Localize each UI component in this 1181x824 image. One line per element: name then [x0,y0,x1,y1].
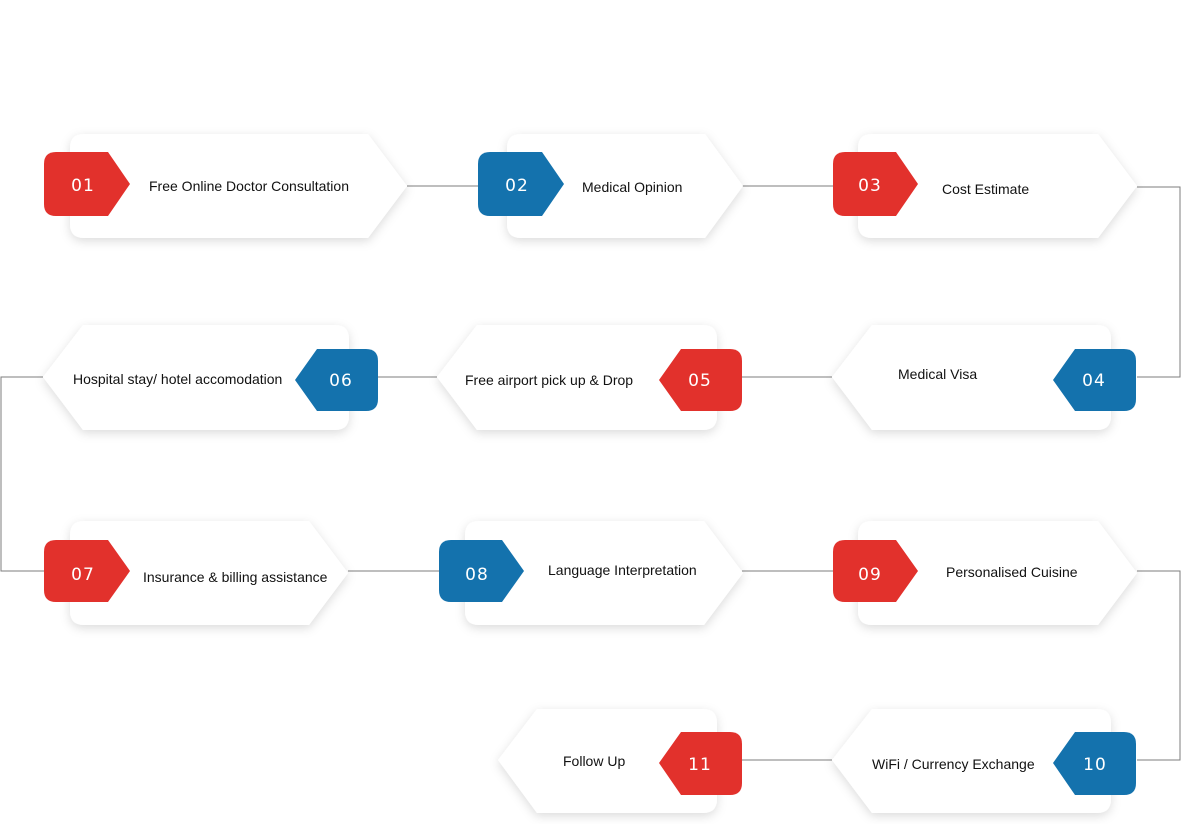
step-label: Follow Up [563,753,626,769]
step-label: Medical Visa [898,366,978,382]
step-card [858,134,1137,238]
step-label: Personalised Cuisine [946,564,1078,580]
step-card [437,325,717,430]
step-number: 05 [688,371,712,391]
step-number-badge [833,540,918,602]
step-card [465,521,743,625]
step-number: 02 [505,176,529,196]
step-number-badge [1053,349,1136,411]
step-label: Free Online Doctor Consultation [149,178,349,194]
step-08: 08 [439,521,743,625]
step-number-badge [659,732,742,795]
step-number: 06 [329,371,353,391]
step-04: 04 [832,325,1136,430]
step-card [43,325,349,430]
step-10: 10 [832,709,1136,813]
step-number-badge [44,540,130,602]
step-card [507,134,743,238]
connector-06-07 [0,376,45,572]
connectors [0,185,1181,761]
step-card [498,709,717,813]
step-number-badge [439,540,524,602]
step-label: Free airport pick up & Drop [465,372,634,388]
step-11: 11 [498,709,742,813]
step-05: 05 [437,325,742,430]
step-label: Medical Opinion [582,179,683,195]
step-number-badge [295,349,378,411]
step-03: 03 [833,134,1137,238]
step-number: 10 [1083,755,1107,775]
step-number-badge [1053,732,1136,795]
step-02: 02 [478,134,743,238]
connector-09-10 [1137,570,1181,761]
step-number: 07 [71,565,95,585]
step-number-badge [659,349,742,411]
step-07: 07 [44,521,348,625]
step-number: 03 [858,176,882,196]
step-01: 01 [44,134,407,238]
step-card [832,709,1111,813]
step-number: 01 [71,176,95,196]
step-number: 08 [465,565,489,585]
connector-03-04 [1137,186,1181,378]
step-card [70,134,407,238]
step-number: 09 [858,565,882,585]
step-09: 09 [833,521,1137,625]
step-number-badge [44,152,130,216]
step-06: 06 [43,325,378,430]
step-card [70,521,348,625]
step-label: Hospital stay/ hotel accomodation [73,371,283,387]
step-number: 11 [688,755,712,775]
step-label: WiFi / Currency Exchange [872,756,1035,772]
step-number: 04 [1082,371,1106,391]
step-card [858,521,1137,625]
step-card [832,325,1111,430]
step-label: Cost Estimate [942,181,1030,197]
step-number-badge [478,152,564,216]
step-label: Insurance & billing assistance [143,569,328,585]
step-number-badge [833,152,918,216]
step-label: Language Interpretation [548,562,697,578]
